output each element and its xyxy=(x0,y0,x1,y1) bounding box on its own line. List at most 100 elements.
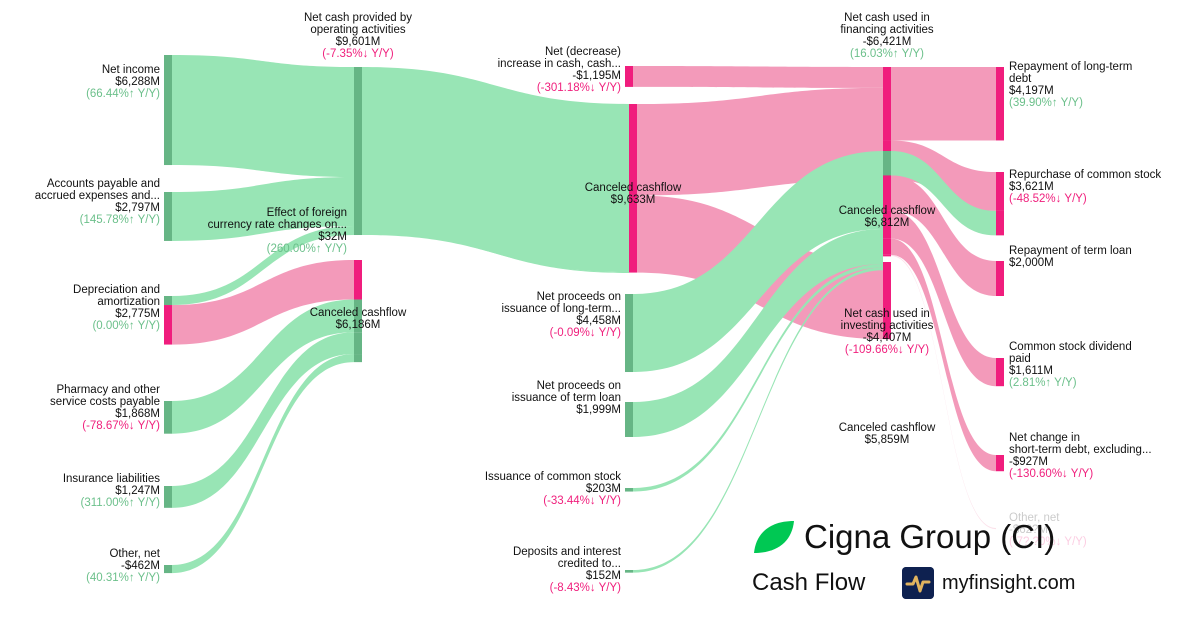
node-name-line: Accounts payable and xyxy=(46,178,160,190)
sankey-link-canceled_6812-to-st_debt xyxy=(891,238,996,472)
node-yoy-change: (16.03%↑ Y/Y) xyxy=(850,48,924,60)
node-value: $1,868M xyxy=(115,408,160,420)
chart-subtitle: Cash Flow xyxy=(752,569,866,596)
node-name-line: accrued expenses and... xyxy=(34,190,160,202)
sankey-link-depreciation-to-canceled_6186 xyxy=(172,260,354,345)
sankey-node-st_debt xyxy=(996,455,1004,472)
node-name-line: Canceled cashflow xyxy=(584,182,682,194)
sankey-link-canceled_6812-to-dividend xyxy=(891,210,996,387)
node-bar-segment xyxy=(883,238,891,255)
node-bar-segment xyxy=(164,192,172,241)
node-bar-segment xyxy=(996,455,1004,472)
company-title: Cigna Group (CI) xyxy=(804,518,1056,555)
node-yoy-change: (0.00%↑ Y/Y) xyxy=(92,320,160,332)
node-name-line: Other, net xyxy=(109,548,160,560)
node-yoy-change: (66.44%↑ Y/Y) xyxy=(86,88,160,100)
sankey-node-stock_issue xyxy=(625,488,633,492)
node-yoy-change: (145.78%↑ Y/Y) xyxy=(79,214,160,226)
node-bar-segment xyxy=(996,210,1004,236)
node-value: -$6,421M xyxy=(862,36,912,48)
node-value: $5,859M xyxy=(864,434,910,446)
node-bar-segment xyxy=(354,354,362,363)
node-label-canceled_5859: Canceled cashflow$5,859M xyxy=(839,422,936,446)
node-label-canceled_6812: Canceled cashflow$6,812M xyxy=(839,205,936,229)
node-bar-segment xyxy=(883,67,891,141)
node-value: -$462M xyxy=(121,560,160,572)
sankey-node-canceled_9633 xyxy=(629,104,637,273)
node-name-line: Net cash used in xyxy=(844,12,930,24)
node-name-line: issuance of term loan xyxy=(511,392,621,404)
node-yoy-change: (311.00%↑ Y/Y) xyxy=(80,497,160,509)
sankey-link-net_decrease-to-financing xyxy=(633,66,883,88)
node-value: $4,458M xyxy=(576,315,621,327)
node-yoy-change: (-0.09%↓ Y/Y) xyxy=(549,327,621,339)
node-name-line: Net (decrease) xyxy=(544,46,621,58)
sankey-node-insurance xyxy=(164,486,172,508)
node-value: $9,633M xyxy=(610,194,656,206)
node-name-line: Effect of foreign xyxy=(266,207,347,219)
node-value: $1,247M xyxy=(115,485,160,497)
sankey-node-canceled_6812 xyxy=(883,151,891,257)
node-name-line: financing activities xyxy=(840,24,934,36)
node-yoy-change: (-48.52%↓ Y/Y) xyxy=(1009,193,1087,205)
node-bar-segment xyxy=(354,332,362,355)
node-bar-segment xyxy=(996,261,1004,296)
node-name-line: short-term debt, excluding... xyxy=(1009,444,1152,456)
sankey-node-net_decrease xyxy=(625,66,633,87)
node-bar-segment xyxy=(164,296,172,306)
sankey-link-stock_issue-to-canceled_6812 xyxy=(633,263,883,492)
sankey-node-dividend xyxy=(996,358,1004,387)
sankey-node-net_income xyxy=(164,55,172,166)
node-value: $1,999M xyxy=(576,404,621,416)
sankey-link-fx-to-canceled_9633 xyxy=(362,233,629,274)
sankey-node-operating xyxy=(354,67,362,236)
node-bar-segment xyxy=(883,175,891,211)
node-yoy-change: (-78.67%↓ Y/Y) xyxy=(82,420,160,432)
site-name[interactable]: myfinsight.com xyxy=(942,572,1076,594)
node-yoy-change: (2.81%↑ Y/Y) xyxy=(1009,377,1077,389)
node-bar-segment xyxy=(883,262,891,340)
node-value: -$4,407M xyxy=(862,332,912,344)
node-name-line: Depreciation and xyxy=(73,284,160,296)
node-yoy-change: (-130.60%↓ Y/Y) xyxy=(1009,468,1094,480)
sankey-link-operating-to-canceled_9633 xyxy=(362,67,629,273)
myfinsight-logo-icon xyxy=(902,567,934,599)
node-label-term_loan_repay: Repayment of term loan$2,000M xyxy=(1009,245,1132,269)
node-name-line: Net proceeds on xyxy=(536,291,621,303)
sankey-link-net_income-to-operating xyxy=(172,55,354,178)
node-yoy-change: (-7.35%↓ Y/Y) xyxy=(322,48,394,60)
node-bar-segment xyxy=(354,299,362,333)
sankey-node-term_loan_issue xyxy=(625,402,633,437)
node-yoy-change: (40.31%↑ Y/Y) xyxy=(86,572,160,584)
node-name-line: issuance of long-term... xyxy=(501,303,621,315)
node-bar-segment xyxy=(996,67,1004,141)
node-name-line: Net cash used in xyxy=(844,308,930,320)
node-yoy-change: (-301.18%↓ Y/Y) xyxy=(536,82,621,94)
sankey-node-other_net_op xyxy=(164,565,172,574)
node-name-line: investing activities xyxy=(840,320,934,332)
node-bar-segment xyxy=(883,210,891,239)
sankey-node-lt_debt_issue xyxy=(625,294,633,373)
node-bar-segment xyxy=(996,358,1004,387)
node-value: $2,797M xyxy=(115,202,160,214)
node-name-line: amortization xyxy=(97,296,160,308)
node-value: $1,611M xyxy=(1009,365,1053,377)
sankey-node-lt_debt_repay xyxy=(996,67,1004,141)
sankey-link-other_net_op-to-canceled_6186 xyxy=(172,354,354,574)
sankey-link-accounts_payable-to-operating xyxy=(172,177,354,241)
node-bar-segment xyxy=(164,55,172,166)
sankey-link-lt_debt_issue-to-canceled_6812 xyxy=(633,151,883,373)
sankey-links xyxy=(172,55,996,574)
node-name-line: Deposits and interest xyxy=(512,546,621,558)
node-label-insurance: Insurance liabilities$1,247M(311.00%↑ Y/… xyxy=(63,473,160,509)
sankey-node-repurchase xyxy=(996,172,1004,236)
